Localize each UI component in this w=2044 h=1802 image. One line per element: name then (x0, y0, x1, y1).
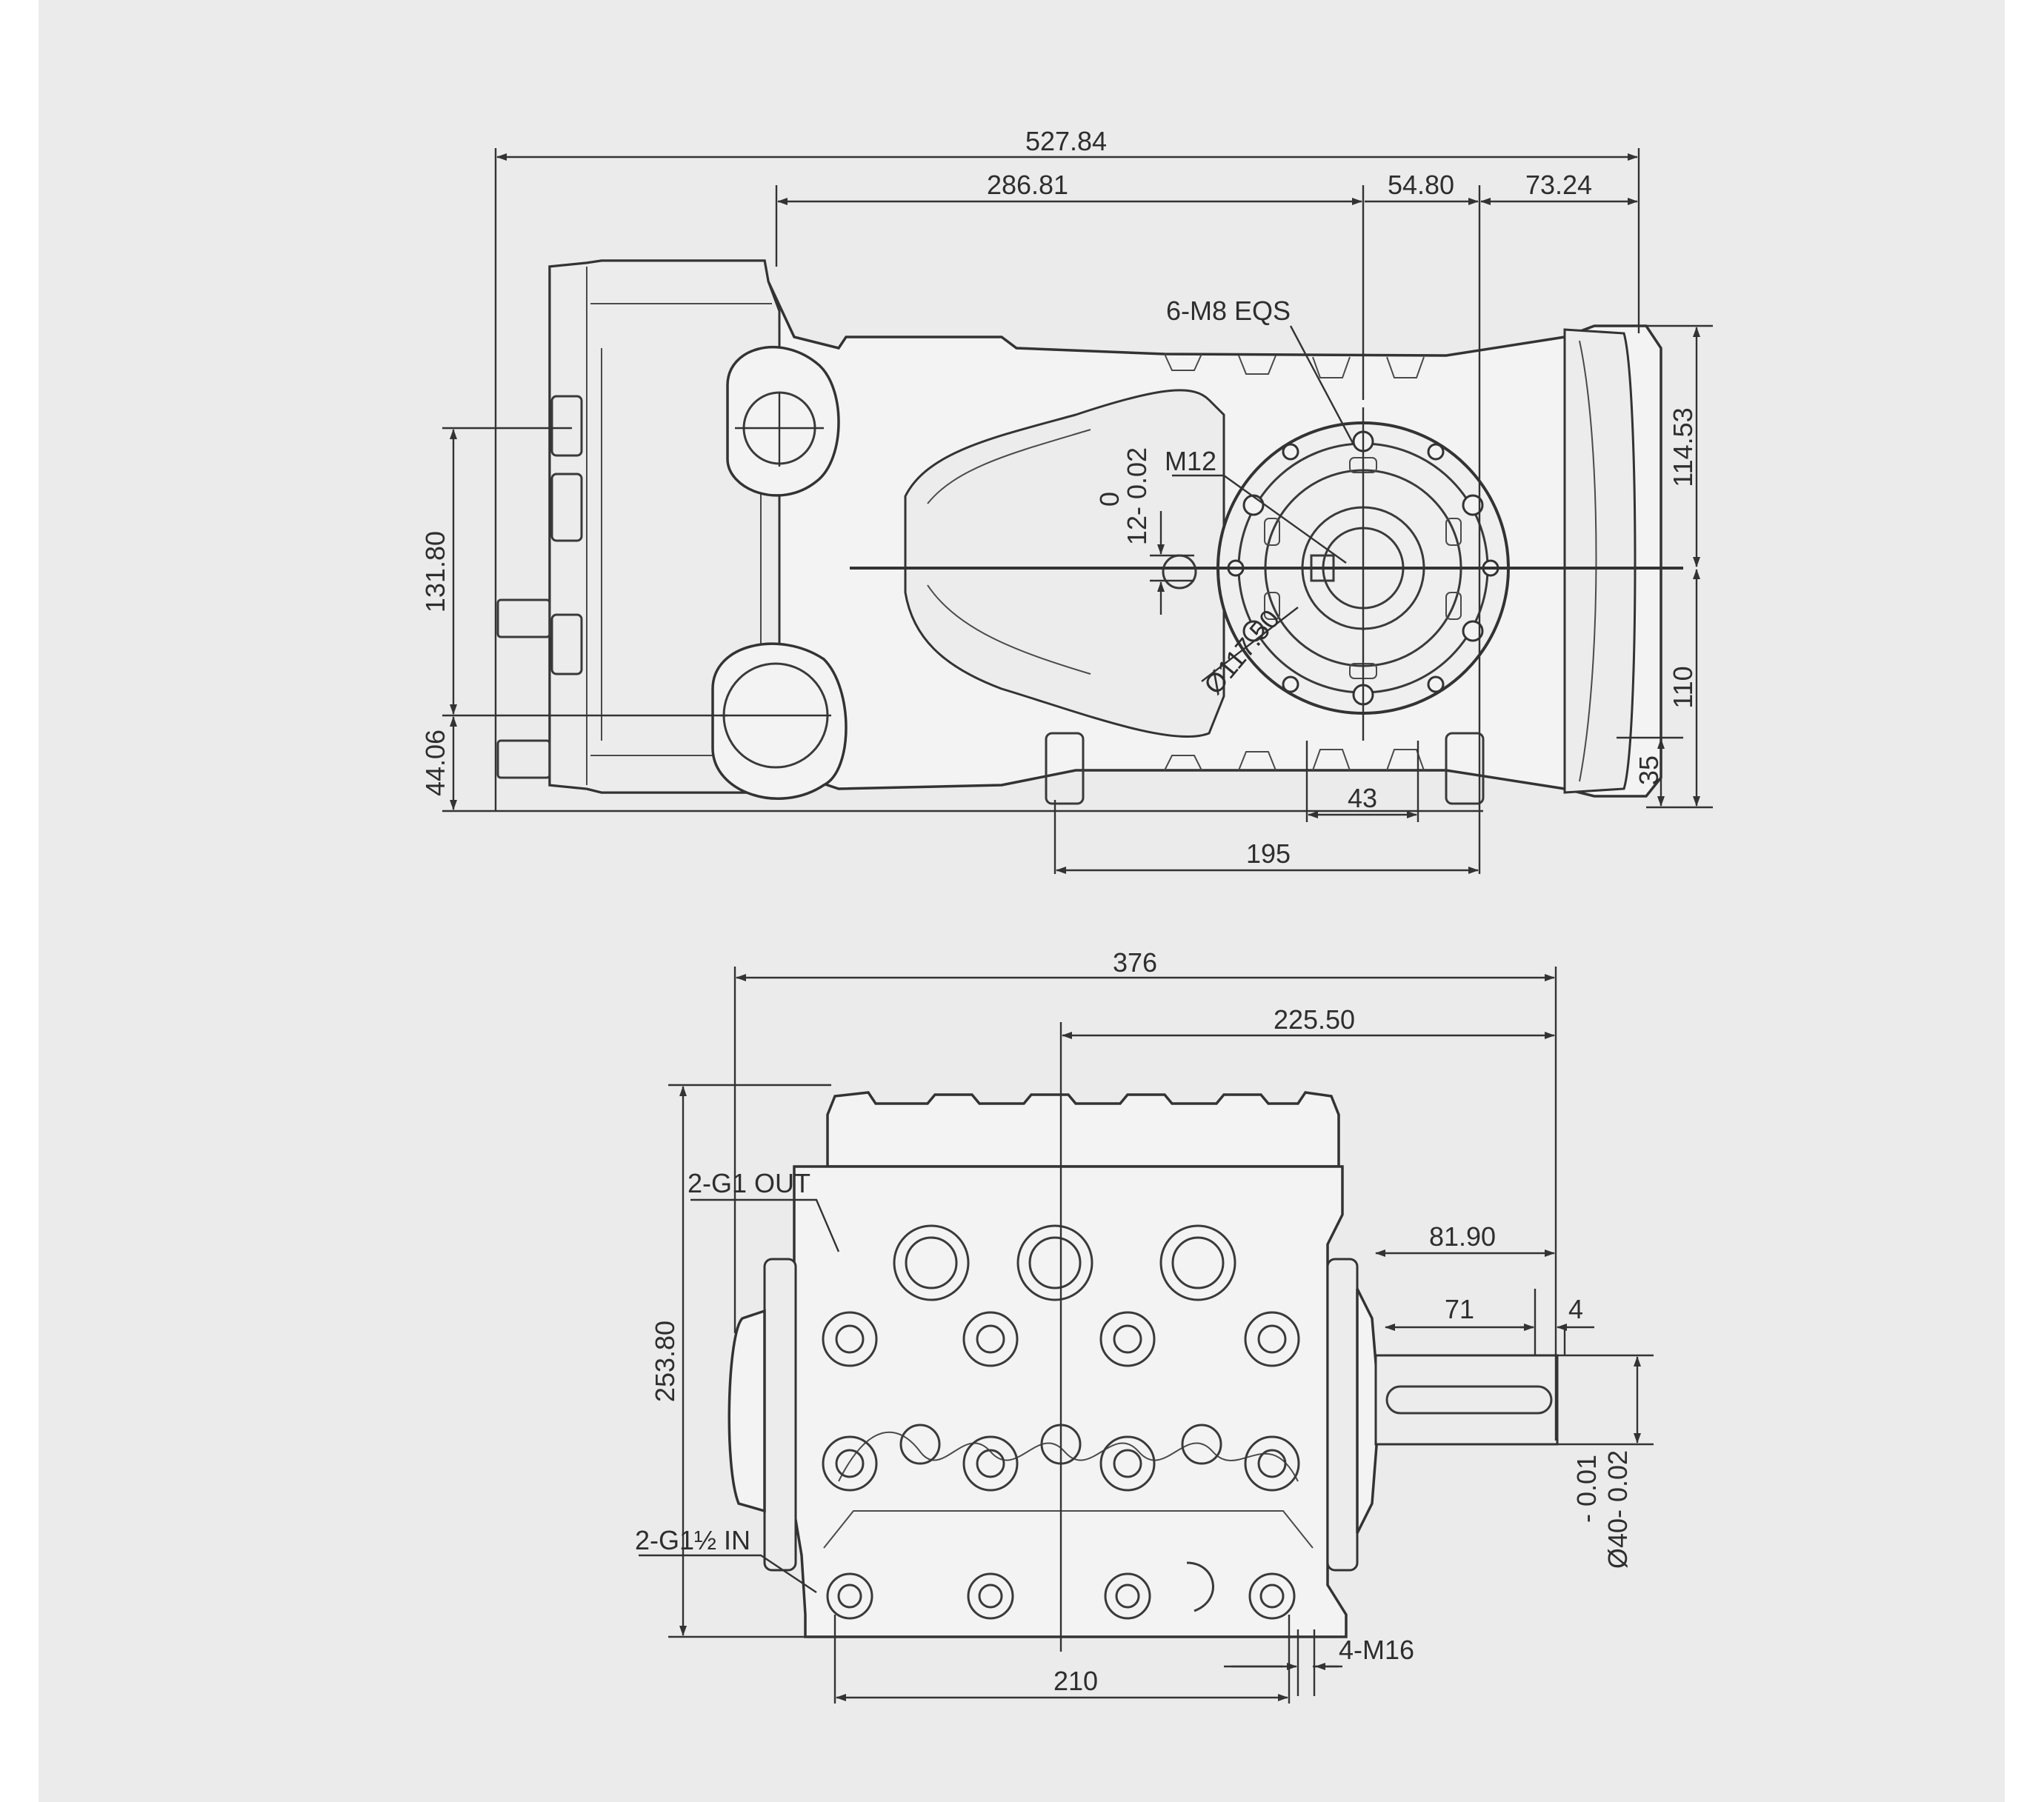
dim-shaft-diameter: Ø40- 0.02 (1602, 1450, 1633, 1569)
dim-overall-width: 376 (1113, 947, 1157, 978)
top-view (496, 259, 1662, 805)
left-plug-lower (550, 613, 583, 675)
dim-flange-to-shaft: 286.81 (987, 170, 1068, 200)
dim-shaft-length: 81.90 (1429, 1221, 1496, 1252)
crankcase-top (826, 1091, 1340, 1168)
cooling-fins-top (1164, 353, 1425, 378)
callout-mount-bolts: 4-M16 (1339, 1635, 1414, 1665)
callout-inlet: 2-G1½ IN (635, 1525, 750, 1555)
dim-key-width: 12- 0.02 (1122, 447, 1152, 545)
valve-caps-upper (822, 1311, 1300, 1367)
callout-center-thread: M12 (1165, 446, 1216, 476)
dim-shaft-offset: 54.80 (1388, 170, 1454, 200)
dim-shaft-tolerance: - 0.01 (1571, 1455, 1602, 1523)
callout-outlet: 2-G1 OUT (688, 1168, 810, 1198)
top-view-centerlines (720, 393, 1683, 741)
technical-drawing: 527.84 286.81 54.80 73.24 6-M8 EQS M12 0… (420, 126, 1713, 1703)
bottom-view (728, 1091, 1559, 1638)
dim-port-spacing: 131.80 (420, 531, 450, 613)
dim-center-offset: 225.50 (1274, 1004, 1355, 1035)
foot-left (1045, 732, 1085, 805)
callout-flange-bolts: 6-M8 EQS (1166, 296, 1291, 326)
dim-key-top: 0 (1094, 492, 1125, 507)
dim-height-upper: 114.53 (1668, 407, 1698, 487)
manifold-block (548, 259, 781, 794)
dim-key-offset: 4 (1568, 1294, 1583, 1324)
drawing-sheet: 527.84 286.81 54.80 73.24 6-M8 EQS M12 0… (39, 0, 2005, 1802)
drive-shaft (1374, 1354, 1559, 1446)
bottom-view-dimensions (639, 967, 1654, 1703)
dim-rear-offset: 73.24 (1525, 170, 1592, 200)
mount-holes (826, 1572, 1296, 1620)
dim-foot-height: 35 (1634, 755, 1664, 785)
dim-key-length: 71 (1445, 1294, 1474, 1324)
outlet-ports (893, 1224, 1236, 1301)
dim-height-lower: 110 (1668, 666, 1698, 708)
dim-overall-height: 253.80 (650, 1321, 680, 1402)
labels: 527.84 286.81 54.80 73.24 6-M8 EQS M12 0… (420, 126, 1698, 1696)
dim-overall-length: 527.84 (1025, 126, 1107, 156)
rear-cover-plate (1563, 328, 1637, 794)
right-side-plate (1326, 1258, 1359, 1572)
valve-caps-middle (822, 1424, 1300, 1492)
left-plug-middle (550, 473, 583, 542)
cooling-fins-bottom (1164, 749, 1425, 771)
left-side-plate (763, 1258, 797, 1572)
dim-foot-gap: 43 (1348, 783, 1377, 813)
crankcase-cover (904, 389, 1225, 738)
foot-right (1445, 732, 1485, 805)
dim-foot-spacing: 195 (1246, 838, 1291, 869)
pump-body-front (793, 1165, 1348, 1638)
top-view-dimensions (442, 148, 1713, 874)
left-plug-upper (550, 395, 583, 457)
dim-mount-spacing: 210 (1053, 1666, 1098, 1696)
dim-port-low: 44.06 (420, 730, 450, 796)
